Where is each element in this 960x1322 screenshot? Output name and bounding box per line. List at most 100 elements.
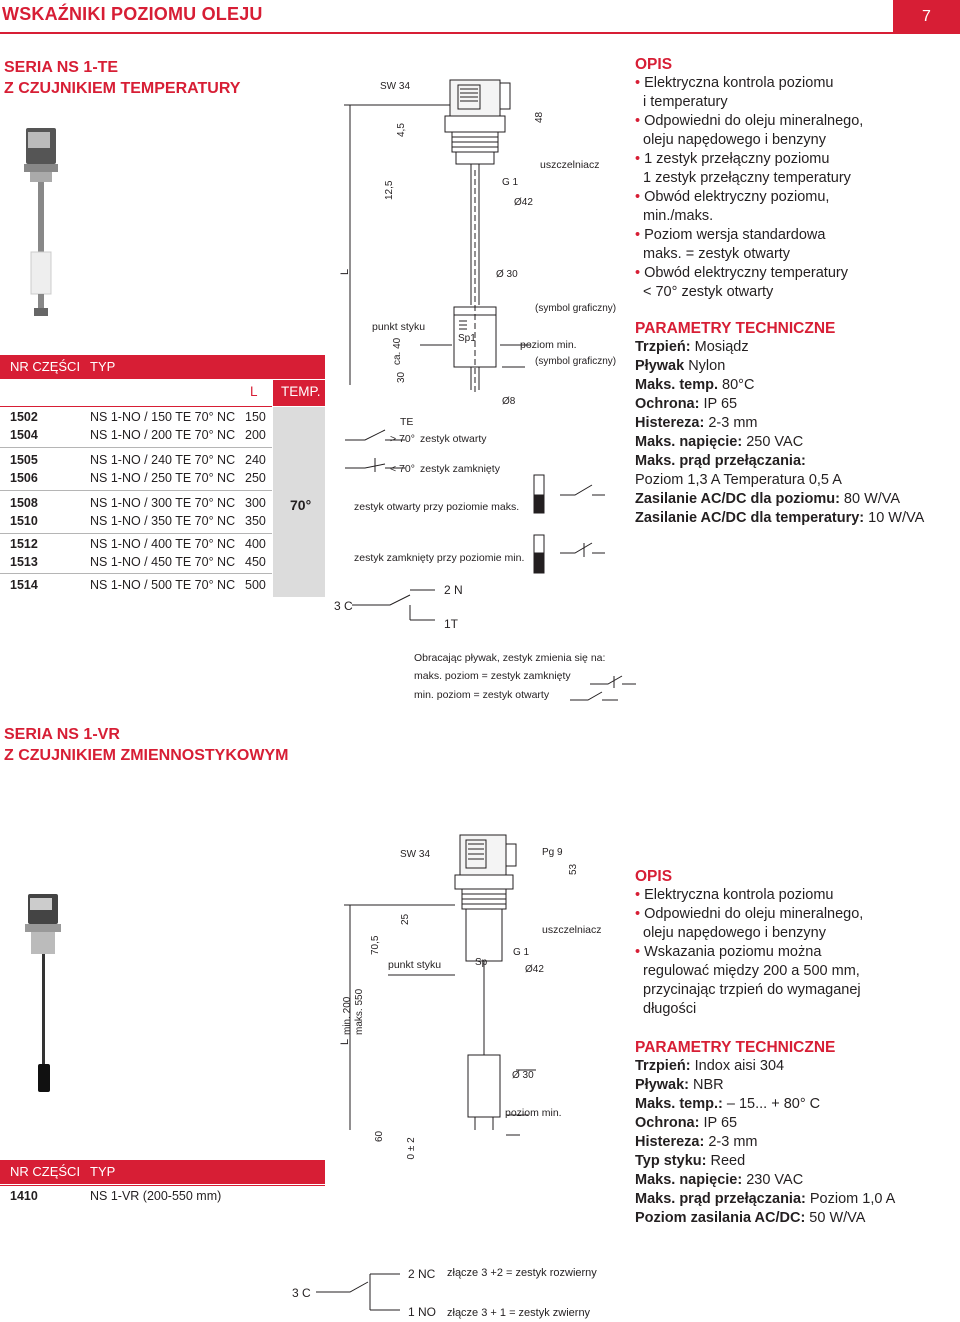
label-punkt-styku-2: punkt styku	[388, 959, 441, 971]
series1-params: PARAMETRY TECHNICZNE Trzpień: Mosiądz Pł…	[635, 320, 955, 528]
part-length: 300	[245, 496, 266, 510]
table1-sep	[0, 533, 272, 534]
dim-min200: min. 200	[342, 996, 353, 1035]
label-obracajac: Obracając pływak, zestyk zmienia się na:	[414, 652, 605, 664]
series2-opis-list: Elektryczna kontrola poziomu Odpowiedni …	[635, 886, 955, 1019]
param-row: Trzpień: Mosiądz	[635, 339, 749, 355]
part-length: 150	[245, 410, 266, 424]
label-2nc: 2 NC	[408, 1267, 436, 1281]
part-length: 250	[245, 471, 266, 485]
part-type: NS 1-NO / 300 TE 70° NC	[90, 496, 236, 510]
table1-rule	[0, 406, 272, 407]
part-number: 1502	[10, 410, 38, 424]
table2-col-typ: TYP	[90, 1164, 116, 1179]
part-type: NS 1-NO / 240 TE 70° NC	[90, 453, 236, 467]
label-uszczelniacz: uszczelniacz	[540, 159, 600, 171]
part-number: 1514	[10, 578, 38, 592]
label-poziom-min-2: poziom min.	[505, 1107, 562, 1119]
part-type: NS 1-NO / 250 TE 70° NC	[90, 471, 236, 485]
label-gt70: > 70°	[390, 433, 415, 445]
header-rule	[0, 32, 960, 34]
part-type: NS 1-VR (200-550 mm)	[90, 1189, 222, 1203]
label-zestyk-zamkniety: zestyk zamknięty	[420, 463, 501, 475]
table1-col-l: L	[250, 384, 258, 399]
table1-sep	[0, 447, 272, 448]
series2-title: SERIA NS 1-VR Z CZUJNIKIEM ZMIENNOSTYKOW…	[4, 724, 288, 766]
table2-rule	[0, 1185, 325, 1186]
technical-drawing-ns1te: SW 34 4,5 12,5 L 48 uszczelniacz G 1 Ø42…	[334, 79, 616, 664]
param-row: Maks. prąd przełączania:	[635, 453, 806, 469]
page-number: 7	[893, 0, 960, 34]
dim-60: 60	[374, 1130, 385, 1142]
label-1t: 1T	[444, 617, 459, 631]
table1-sep	[0, 573, 272, 574]
part-number: 1512	[10, 537, 38, 551]
series1-params-heading: PARAMETRY TECHNICZNE	[635, 320, 836, 337]
part-length: 350	[245, 514, 266, 528]
label-zlacze-zwierny: złącze 3 + 1 = zestyk zwierny	[447, 1307, 591, 1319]
table1-col-temp-box: TEMP.	[273, 380, 325, 406]
label-uszczelniacz-2: uszczelniacz	[542, 924, 602, 936]
part-length: 240	[245, 453, 266, 467]
technical-drawing-ns1vr: SW 34 Pg 9 53 25 70,5 uszczelniacz punkt…	[339, 834, 602, 1160]
label-d8: Ø8	[502, 396, 516, 407]
dim-sw: SW 34	[380, 81, 410, 92]
param-row: Poziom 1,3 A Temperatura 0,5 A	[635, 472, 842, 488]
part-length: 450	[245, 555, 266, 569]
table1-temp-value: 70°	[290, 497, 312, 513]
param-row: Pływak Nylon	[635, 358, 726, 374]
table1-subheader: L TEMP.	[0, 380, 325, 406]
label-d30-2: Ø 30	[512, 1070, 534, 1081]
label-lt70: < 70°	[390, 463, 415, 475]
series2-title-line2: Z CZUJNIKIEM ZMIENNOSTYKOWYM	[4, 747, 289, 764]
series2-title-line1: SERIA NS 1-VR	[4, 726, 120, 743]
part-length: 200	[245, 428, 266, 442]
part-number: 1504	[10, 428, 38, 442]
label-maks-poziom: maks. poziom = zestyk zamknięty	[414, 670, 571, 682]
part-type: NS 1-NO / 200 TE 70° NC	[90, 428, 236, 442]
param-row: Maks. prąd przełączania: Poziom 1,0 A	[635, 1191, 896, 1207]
part-number: 1506	[10, 471, 38, 485]
label-otwarty-maks: zestyk otwarty przy poziomie maks.	[354, 501, 519, 513]
dim-30: 30	[396, 371, 407, 383]
part-number: 1410	[10, 1189, 38, 1203]
product-photo-ns1vr	[25, 894, 61, 1092]
label-sp1: Sp1	[458, 333, 476, 344]
part-number: 1513	[10, 555, 38, 569]
param-row: Poziom zasilania AC/DC: 50 W/VA	[635, 1210, 866, 1226]
wiring-diagram-ns1vr: 3 C 2 NC 1 NO złącze 3 +2 = zestyk rozwi…	[292, 1267, 597, 1319]
label-g1-2: G 1	[513, 947, 530, 958]
label-d30: Ø 30	[496, 269, 518, 280]
opis-item: Elektryczna kontrola poziomu	[635, 886, 955, 905]
dim-4-5: 4,5	[396, 123, 407, 137]
label-punkt-styku: punkt styku	[372, 321, 425, 333]
series1-params-list: Trzpień: Mosiądz Pływak Nylon Maks. temp…	[635, 338, 955, 528]
label-symbol-1: (symbol graficzny)	[535, 303, 616, 314]
dim-12-5: 12,5	[384, 180, 395, 200]
part-type: NS 1-NO / 500 TE 70° NC	[90, 578, 236, 592]
dim-50: 50 ± 2	[406, 1137, 417, 1160]
dim-ca40: ca. 40	[392, 337, 403, 365]
param-row: Zasilanie AC/DC dla poziomu: 80 W/VA	[635, 491, 901, 507]
opis-item: Odpowiedni do oleju mineralnego,oleju na…	[635, 112, 955, 150]
table1-col-temp: TEMP.	[281, 384, 321, 399]
param-row: Histereza: 2-3 mm	[635, 1134, 758, 1150]
series1-opis-heading: OPIS	[635, 56, 673, 73]
part-number: 1508	[10, 496, 38, 510]
label-sp: Sp	[475, 957, 488, 968]
param-row: Trzpień: Indox aisi 304	[635, 1058, 785, 1074]
opis-item: Odpowiedni do oleju mineralnego,oleju na…	[635, 905, 955, 943]
dim-25: 25	[400, 913, 411, 925]
series2-params-list: Trzpień: Indox aisi 304 Pływak: NBR Maks…	[635, 1057, 955, 1228]
series2-description: OPIS Elektryczna kontrola poziomu Odpowi…	[635, 868, 955, 1019]
series2-params: PARAMETRY TECHNICZNE Trzpień: Indox aisi…	[635, 1039, 955, 1228]
series1-title-line1: SERIA NS 1-TE	[4, 59, 119, 76]
table1-sep	[0, 490, 272, 491]
label-3c-2: 3 C	[292, 1286, 311, 1300]
part-number: 1510	[10, 514, 38, 528]
series2-opis-heading: OPIS	[635, 868, 673, 885]
